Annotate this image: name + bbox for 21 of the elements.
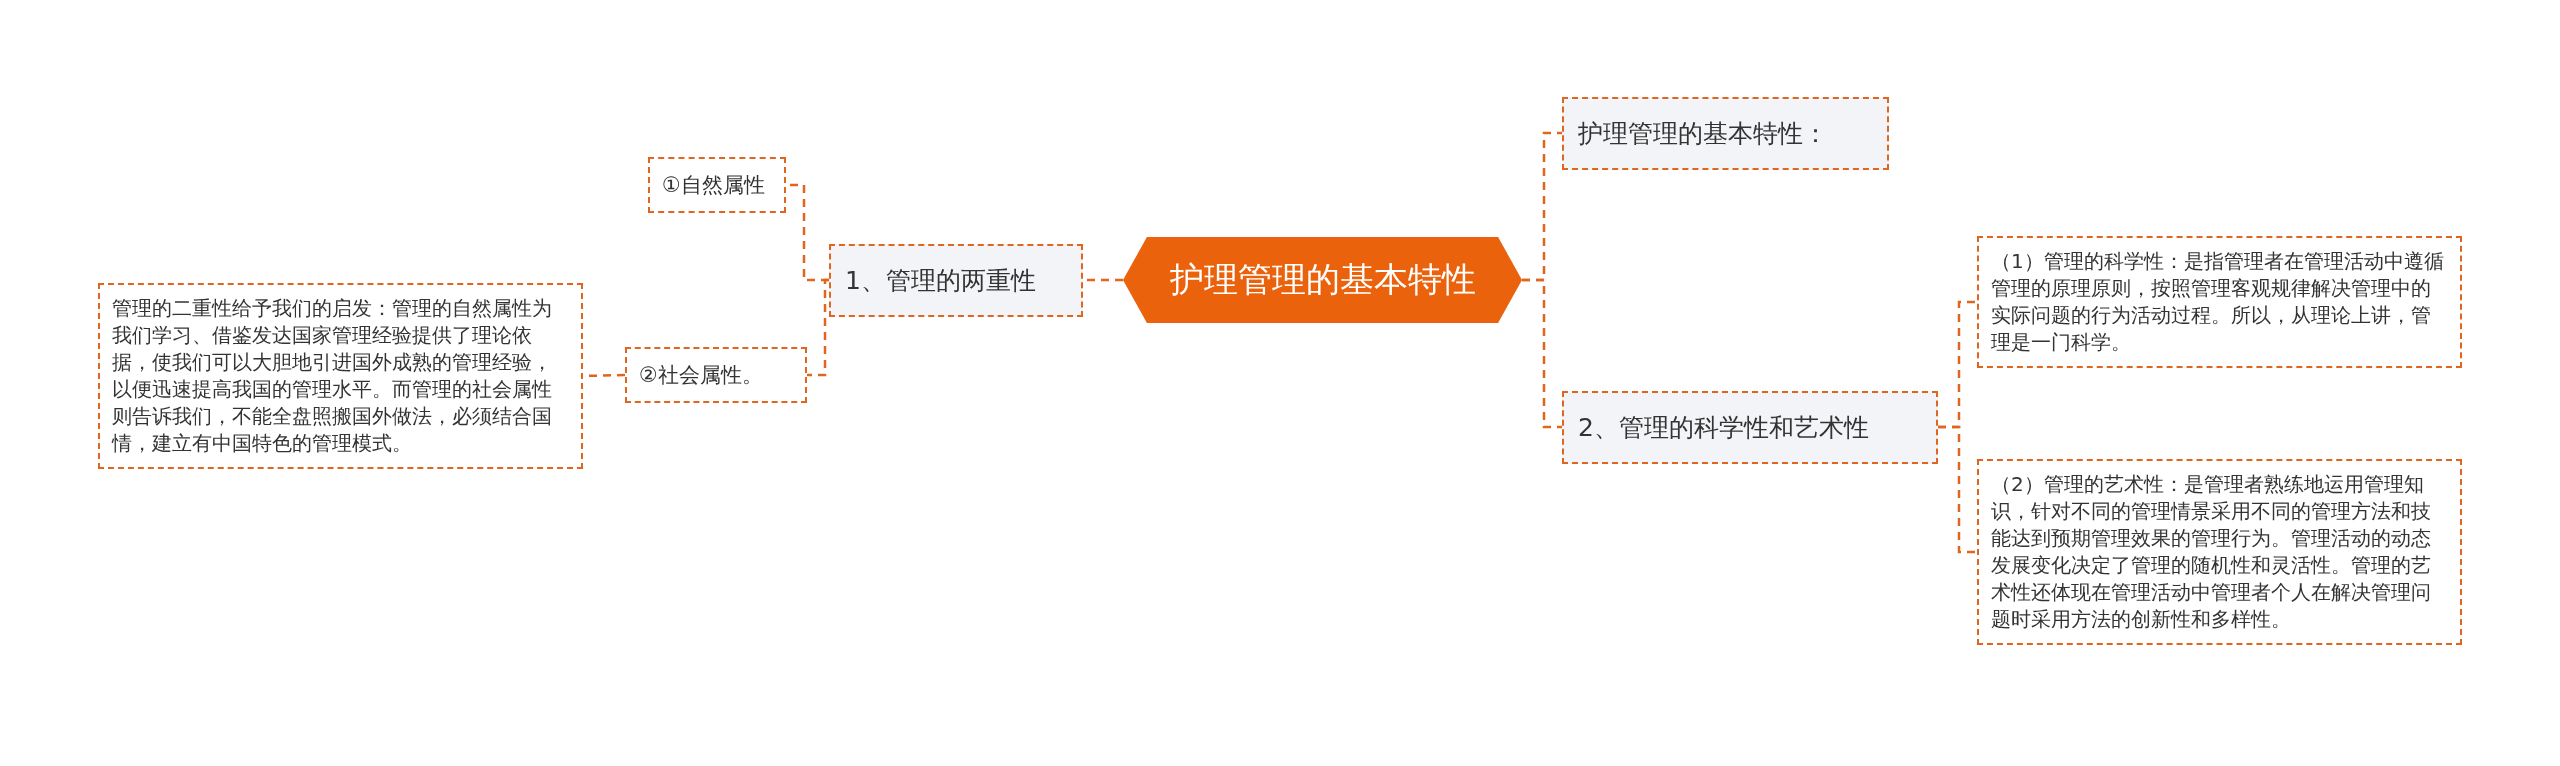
topic-box (829, 243, 1083, 317)
connector-line (1938, 425, 1977, 554)
node-text: 1、管理的两重性 (845, 264, 1037, 297)
node-text: （2）管理的艺术性：是管理者熟练地运用管理知识，针对不同的管理情景采用不同的管理方法和技能达到预期管理效果的管理行为。管理活动的动态发展变化决定了管理的随机性和灵活性。管理的艺术性还体现在管理活动中管理者个人在解决管理问题时采用方法的创新性和多样性。 (1991, 471, 2432, 633)
node-text: 护理管理的基本特性 (1168, 258, 1477, 301)
node-text: 2、管理的科学性和艺术性 (1578, 411, 1870, 444)
node-text: （1）管理的科学性：是指管理者在管理活动中遵循管理的原理原则，按照管理客观规律解决管理中的实际问题的行为活动过程。所以，从理论上讲，管理是一门科学。 (1991, 248, 2445, 356)
node-text: ①自然属性 (662, 172, 766, 199)
central-topic (1123, 237, 1522, 323)
node-text: ②社会属性。 (639, 362, 764, 389)
subtopic-box (648, 157, 786, 213)
topic-box (1562, 96, 1889, 170)
subtopic-box (625, 347, 807, 403)
topic-box (1562, 390, 1938, 464)
note-box (1977, 459, 2462, 645)
note-box (98, 283, 583, 469)
node-text: 护理管理的基本特性： (1578, 117, 1829, 150)
connector-line (1522, 278, 1562, 429)
connector-line (807, 278, 829, 377)
note-box (1977, 236, 2462, 368)
node-text: 管理的二重性给予我们的启发：管理的自然属性为我们学习、借鉴发达国家管理经验提供了理论依据，使我们可以大胆地引进国外成熟的管理经验，以便迅速提高我国的管理水平。而管理的社会属性则告诉我们，不能全盘照搬国外做法，必须结合国情，建立有中国特色的管理模式。 (112, 295, 553, 457)
